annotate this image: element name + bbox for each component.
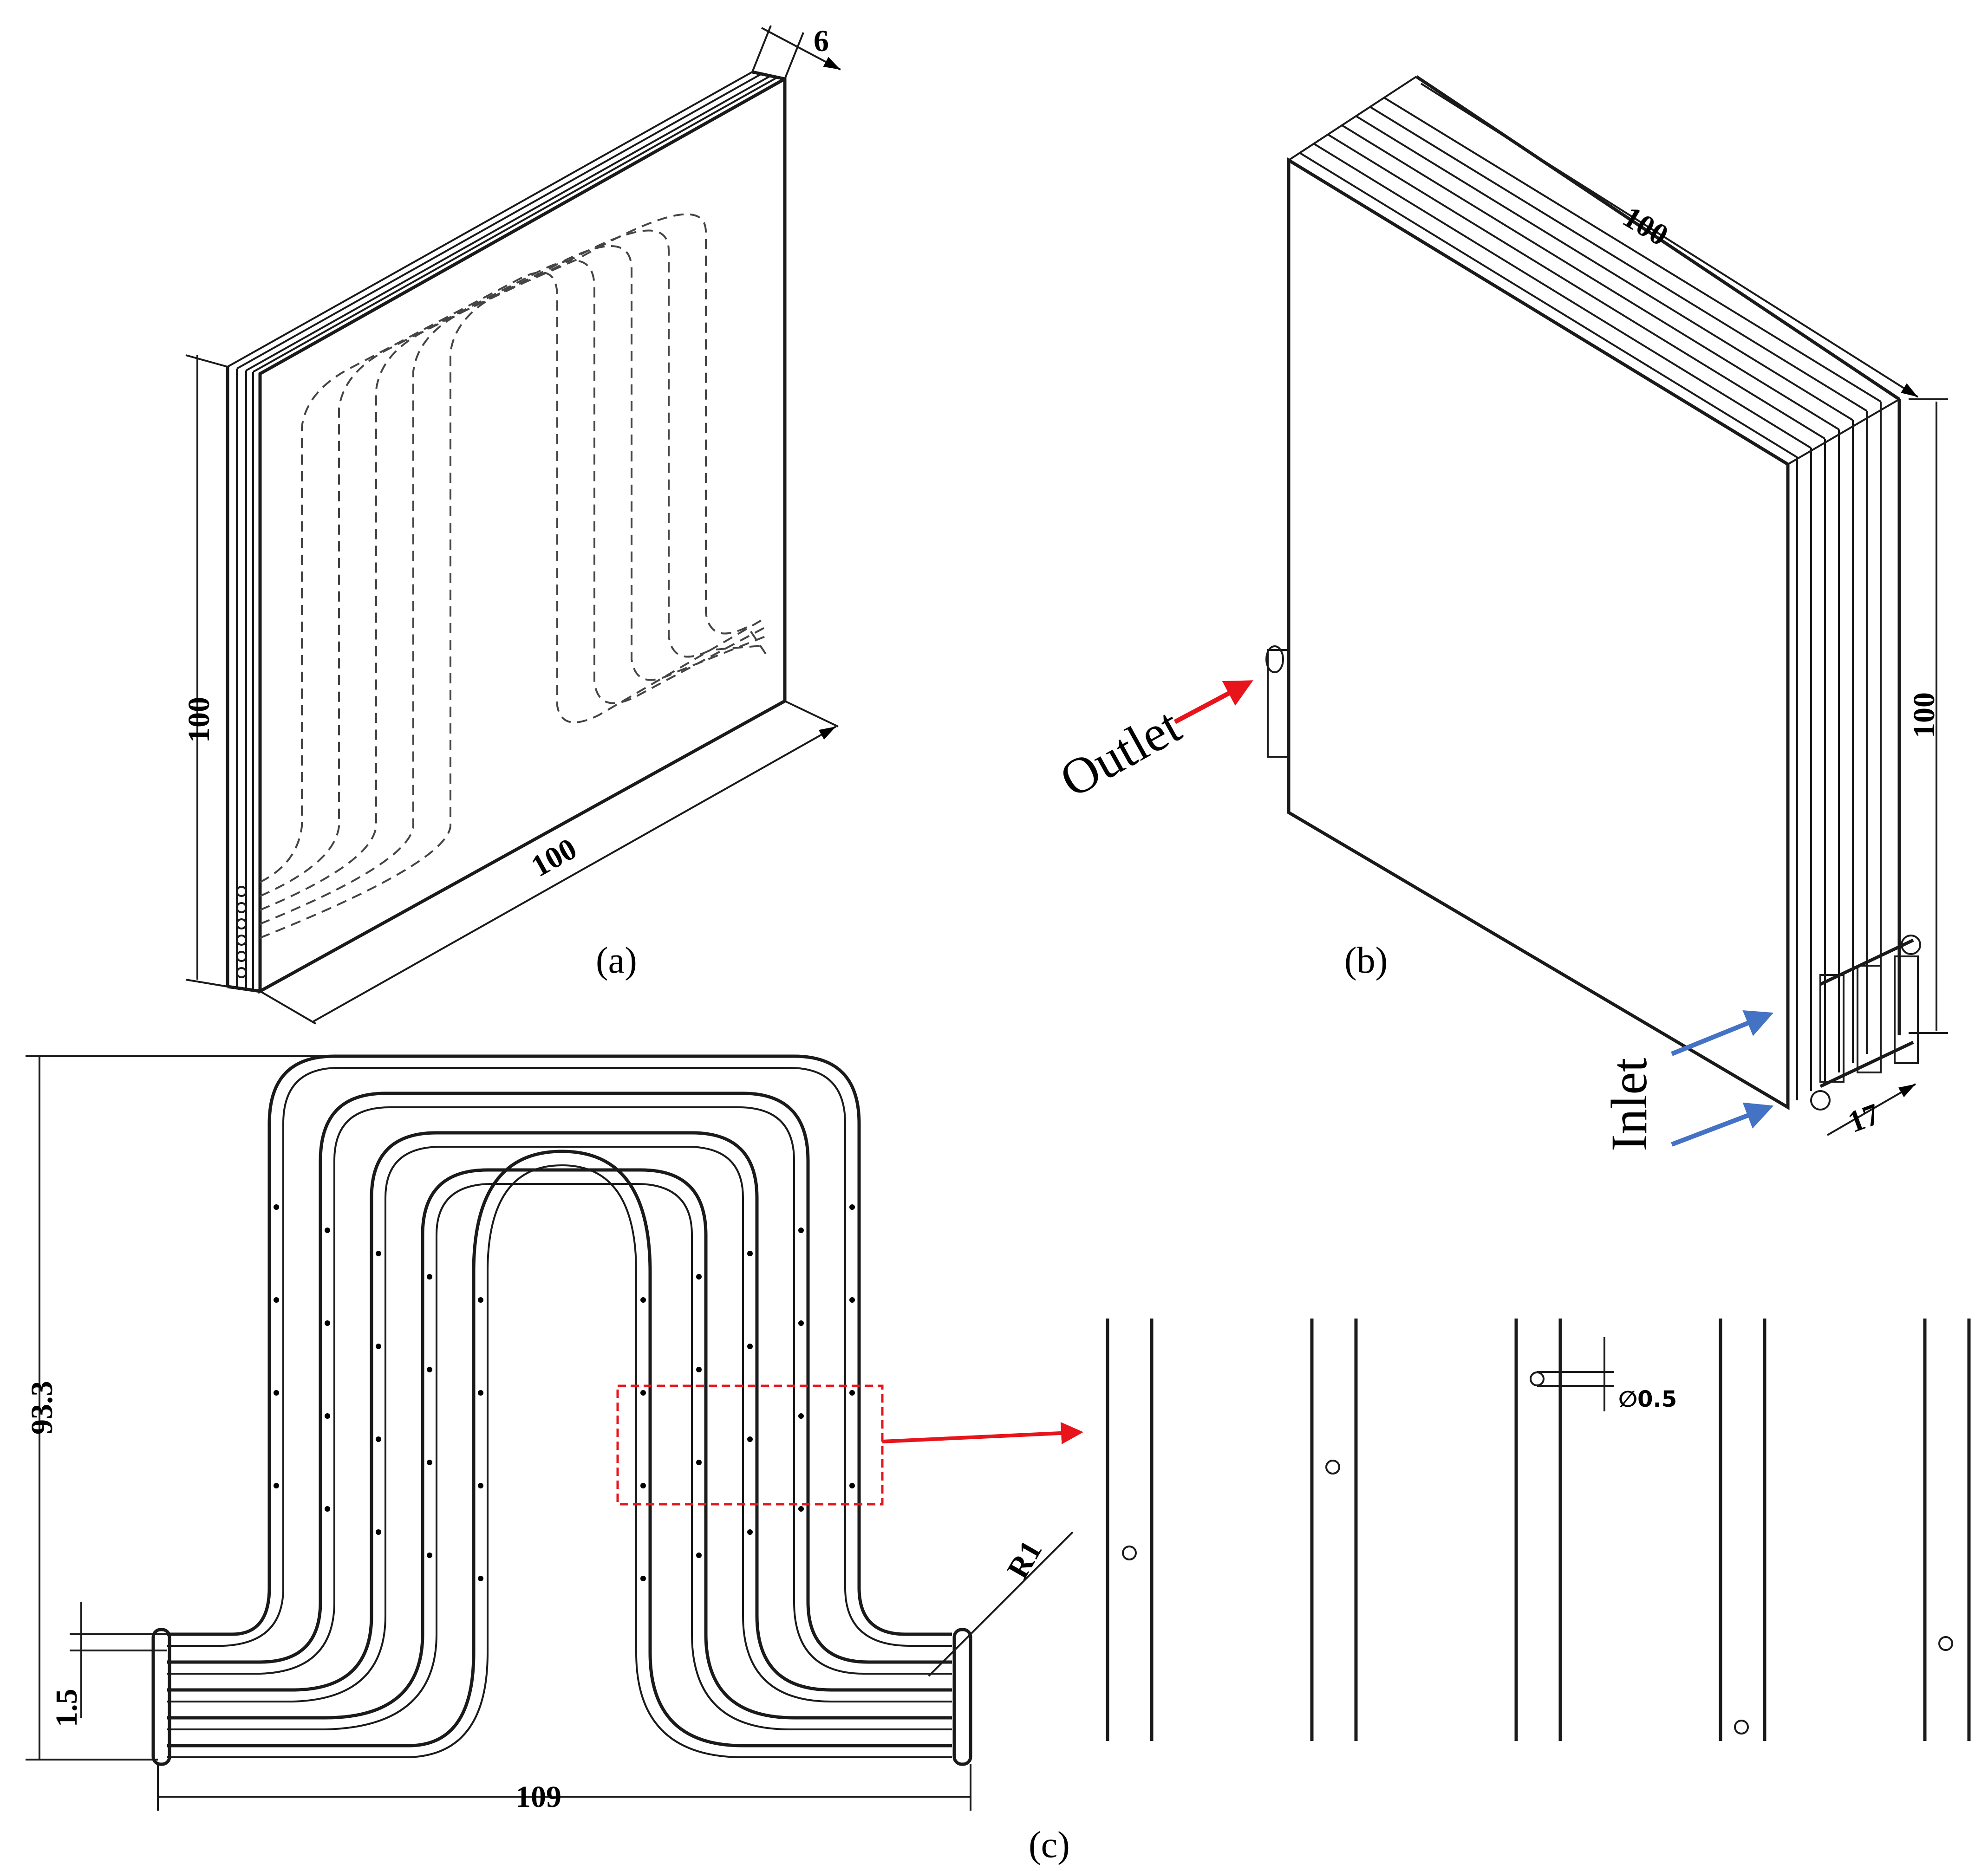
serpentine-channels-c xyxy=(167,1054,952,1758)
dim-a-height-label: 100 xyxy=(182,697,216,743)
stack-b-front-face xyxy=(1287,157,1790,1111)
dim-c-pitch: 1.5 xyxy=(50,1602,167,1727)
dim-c-height-label: 93.3 xyxy=(25,1381,59,1435)
panel-a: 6 100 100 (a) xyxy=(182,24,841,1025)
dim-c-radius-label: R1 xyxy=(1001,1535,1049,1584)
outlet-manifold-b xyxy=(1265,645,1290,758)
caption-b: (b) xyxy=(1344,940,1388,981)
dim-b-thickness: 17 xyxy=(1826,1083,1916,1139)
dim-a-width: 100 xyxy=(259,700,839,1025)
dim-a-height: 100 xyxy=(182,354,228,987)
dim-c-radius: R1 xyxy=(928,1531,1074,1677)
dim-hole-label: ∅0.5 xyxy=(1618,1386,1677,1412)
dim-a-thickness-label: 6 xyxy=(814,24,829,58)
detail-view: ∅0.5 xyxy=(1106,1319,1971,1741)
inlet-arrow-lower xyxy=(1671,1102,1774,1147)
detail-box xyxy=(616,1384,884,1506)
dim-c-width: 109 xyxy=(157,1764,971,1814)
panel-b: Outlet Inlet 100 100 17 (b) xyxy=(1050,75,1948,1151)
detail-arrow xyxy=(882,1422,1083,1444)
dim-b-length: 100 xyxy=(1420,83,1919,398)
caption-a: (a) xyxy=(596,940,637,981)
caption-c: (c) xyxy=(1029,1825,1070,1865)
dim-c-height: 93.3 xyxy=(25,1055,334,1761)
holes-c xyxy=(274,1204,855,1581)
dim-c-pitch-label: 1.5 xyxy=(50,1689,84,1728)
hidden-channels-a xyxy=(260,213,767,939)
ports-a xyxy=(236,886,247,978)
outlet-label: Outlet xyxy=(1050,697,1190,808)
inlet-label: Inlet xyxy=(1601,1058,1657,1151)
dim-b-height-label: 100 xyxy=(1907,692,1941,738)
dim-a-thickness: 6 xyxy=(751,24,841,79)
dim-b-thickness-label: 17 xyxy=(1844,1097,1884,1139)
headers-c xyxy=(151,1628,972,1766)
inlet-arrow-upper xyxy=(1671,1010,1774,1056)
panel-c: ∅0.5 93.3 1.5 109 R1 (c) xyxy=(25,1054,1971,1865)
outlet-arrow xyxy=(1173,680,1253,724)
dim-b-height: 100 xyxy=(1907,398,1948,1034)
plate-a-layers xyxy=(226,70,785,993)
dim-c-width-label: 109 xyxy=(515,1780,561,1814)
inlet-manifold-b xyxy=(1810,935,1921,1111)
